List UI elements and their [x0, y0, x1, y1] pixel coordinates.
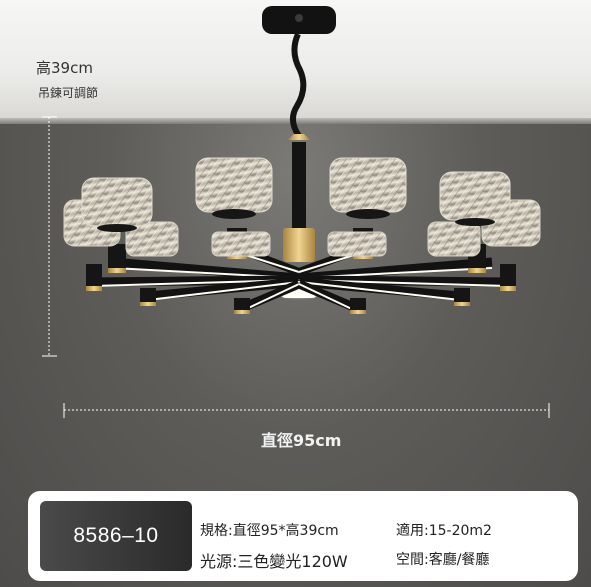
spec-space: 空間:客廳/餐廳: [396, 552, 490, 568]
crystal-shades-front: [81, 157, 511, 232]
product-info-card: 8586–10 規格:直徑95*高39cm 適用:15-20m2 光源:三色變光…: [28, 491, 578, 581]
diameter-label: 直徑95cm: [261, 431, 342, 450]
spec-size: 規格:直徑95*高39cm: [200, 523, 339, 539]
diameter-dimension-line: [63, 403, 550, 418]
spec-area: 適用:15-20m2: [396, 523, 492, 539]
height-adjustable-note: 吊鍊可調節: [38, 86, 99, 100]
hanging-chain: [290, 32, 307, 138]
ceiling-canopy: [262, 6, 336, 34]
height-label: 高39cm: [36, 59, 93, 77]
model-number: 8586–10: [73, 524, 159, 547]
spec-light-source: 光源:三色變光120W: [200, 552, 348, 571]
height-dimension-line: [42, 116, 57, 357]
model-badge: 8586–10: [40, 501, 192, 571]
